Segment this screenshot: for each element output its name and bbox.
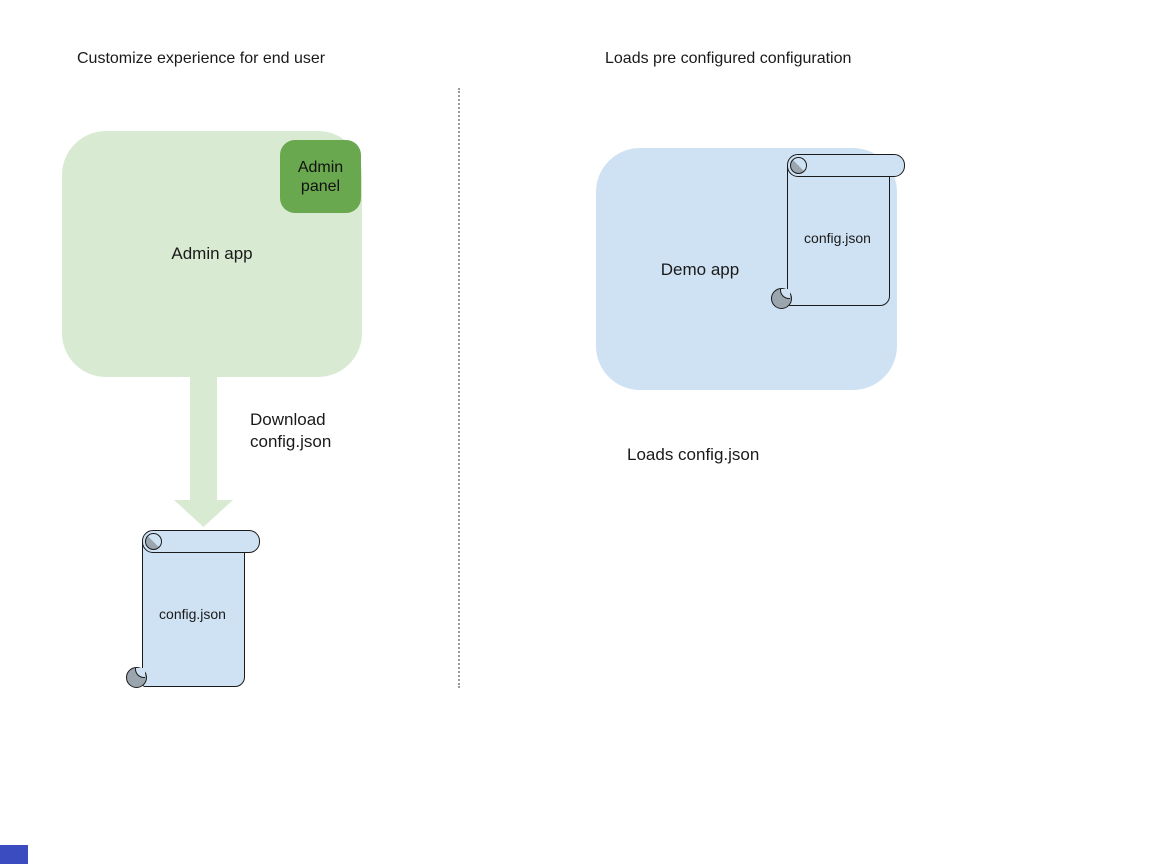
admin-panel-label-line2: panel bbox=[300, 177, 341, 195]
scroll-bottom-curl bbox=[771, 288, 792, 309]
scroll-top-roll bbox=[787, 154, 905, 177]
scroll-body bbox=[142, 540, 245, 687]
scroll-body bbox=[787, 164, 890, 306]
left-section-title: Customize experience for end user bbox=[77, 50, 326, 67]
scroll-roll-curl bbox=[145, 533, 162, 550]
config-file-label-right: config.json bbox=[804, 230, 871, 246]
scroll-roll-curl bbox=[790, 157, 807, 174]
admin-app-label: Admin app bbox=[171, 244, 253, 263]
right-section-title: Loads pre configured configuration bbox=[605, 50, 852, 67]
scroll-curl-notch bbox=[780, 289, 790, 299]
loads-config-label: Loads config.json bbox=[627, 445, 760, 464]
download-arrow bbox=[174, 377, 233, 527]
download-label-line1: Download bbox=[250, 410, 326, 429]
admin-panel-label-line1: Admin bbox=[297, 158, 344, 176]
corner-marker bbox=[0, 845, 28, 864]
admin-panel-box: Admin panel bbox=[280, 140, 361, 213]
section-divider bbox=[458, 88, 460, 688]
demo-app-label: Demo app bbox=[660, 260, 740, 279]
scroll-bottom-curl bbox=[126, 667, 147, 688]
scroll-curl-notch bbox=[135, 668, 145, 678]
scroll-top-roll bbox=[142, 530, 260, 553]
download-label: Download config.json bbox=[250, 409, 331, 453]
download-label-line2: config.json bbox=[250, 432, 332, 451]
config-file-label-left: config.json bbox=[159, 606, 226, 622]
